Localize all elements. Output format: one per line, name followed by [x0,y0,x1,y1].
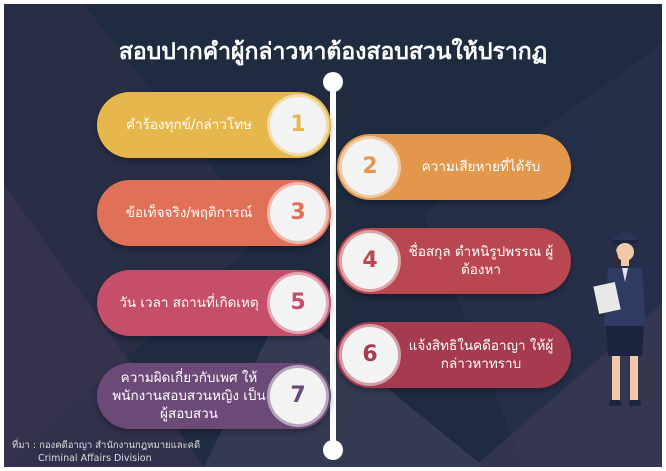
step-number-badge: 7 [270,368,326,424]
timeline-end-dot [323,440,343,460]
timeline-start-dot [323,72,343,92]
source-english: Criminal Affairs Division [38,452,152,464]
step-card-1: คำร้องทุกข์/กล่าวโทษ 1 [97,92,331,158]
source-thai: ที่มา : กองคดีอาญา สำนักงานกฎหมายและคดี [12,440,201,451]
step-number-badge: 5 [270,275,326,331]
step-number-badge: 2 [342,139,398,195]
step-card-4: ชื่อสกุล ตำหนิรูปพรรณ ผู้ต้องหา 4 [337,228,571,294]
step-label: คำร้องทุกข์/กล่าวโทษ [125,116,253,133]
step-card-5: วัน เวลา สถานที่เกิดเหตุ 5 [97,270,331,336]
step-label: ข้อเท็จจริง/พฤติการณ์ [125,204,253,221]
source-note: ที่มา : กองคดีอาญา สำนักงานกฎหมายและคดี … [12,440,200,466]
step-card-2: ความเสียหายที่ได้รับ 2 [337,134,571,200]
step-number-badge: 3 [270,185,326,241]
step-number-badge: 6 [342,327,398,383]
timeline-line [330,80,336,452]
police-officer-illustration [593,232,646,406]
step-label: ชื่อสกุล ตำหนิรูปพรรณ ผู้ต้องหา [408,243,554,278]
step-label: ความผิดเกี่ยวกับเพศ ให้พนักงานสอบสวนหญิง… [112,369,266,423]
page-title: สอบปากคำผู้กล่าวหาต้องสอบสวนให้ปรากฏ [118,39,548,65]
step-number-badge: 1 [270,97,326,153]
step-card-3: ข้อเท็จจริง/พฤติการณ์ 3 [97,180,331,246]
step-card-7: ความผิดเกี่ยวกับเพศ ให้พนักงานสอบสวนหญิง… [97,363,331,429]
step-label: ความเสียหายที่ได้รับ [421,158,541,175]
step-card-6: แจ้งสิทธิในคดีอาญา ให้ผู้กล่าวหาทราบ 6 [337,322,571,388]
step-label: แจ้งสิทธิในคดีอาญา ให้ผู้กล่าวหาทราบ [408,337,554,372]
step-label: วัน เวลา สถานที่เกิดเหตุ [119,294,259,311]
infographic: สอบปากคำผู้กล่าวหาต้องสอบสวนให้ปรากฏ คำร… [4,4,662,467]
step-number-badge: 4 [342,233,398,289]
